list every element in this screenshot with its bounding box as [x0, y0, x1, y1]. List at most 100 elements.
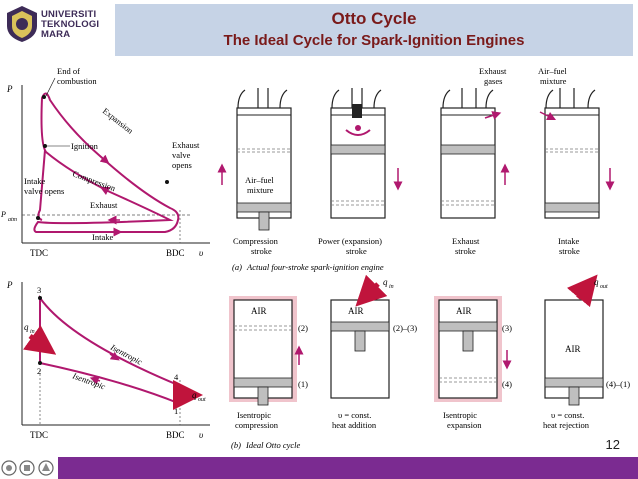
intake-valve-label-1: Intake [24, 176, 45, 186]
process-label-4-line1: υ = const. [551, 410, 584, 420]
state-label-1: (1) [298, 379, 308, 389]
ideal-pv-diagram: P TDC BDC υ 3 2 4 1 Isentropic Isentropi… [6, 280, 210, 440]
logo-line-1: UNIVERSITI [41, 9, 97, 20]
ideal-qout-sub-label: out [198, 397, 206, 403]
ideal-v-label: υ [199, 430, 203, 440]
stroke-label-1-line2: stroke [251, 246, 272, 256]
actual-engine-row: Air–fuel mixture Exhaust g [217, 66, 615, 272]
air-label-4: AIR [565, 344, 581, 354]
intake-label: Intake [92, 232, 113, 242]
air-fuel-mixture-label-2: mixture [540, 76, 567, 86]
point-1-label: 1 [174, 406, 178, 416]
otto-cycle-figure: P P atm TDC BDC υ End of combustion Igni… [0, 66, 630, 450]
state-label-4-1: (4)–(1) [606, 379, 630, 389]
state-label-2-3: (2)–(3) [393, 323, 417, 333]
process-label-1-line2: compression [235, 420, 279, 430]
stroke-label-1-line1: Compression [233, 236, 279, 246]
air-fuel-mixture-label-1: Air–fuel [538, 66, 567, 76]
isentropic-lower-label: Isentropic [70, 370, 107, 391]
qout-sub-label: out [600, 284, 608, 290]
exhaust-valve-label-2: valve [172, 150, 191, 160]
slide-title: Otto Cycle [331, 9, 417, 28]
stroke-label-4-line2: stroke [559, 246, 580, 256]
footer-logos [0, 457, 58, 479]
actual-bdc-label: BDC [166, 248, 185, 258]
actual-v-label: υ [199, 248, 203, 258]
caption-a-text: Actual four-stroke spark-ignition engine [246, 262, 384, 272]
ideal-p-axis-label: P [6, 280, 13, 290]
cylinder-intake: Air–fuel mixture [538, 66, 615, 219]
page-number: 12 [605, 437, 620, 452]
caption-b-text: Ideal Otto cycle [245, 440, 301, 450]
caption-a-tag: (a) [232, 262, 242, 272]
air-fuel-label-2: mixture [247, 185, 274, 195]
actual-pv-diagram: P P atm TDC BDC υ End of combustion Igni… [0, 66, 210, 258]
process-label-2-line1: υ = const. [338, 410, 371, 420]
cylinder-exhaust: Exhaust gases [440, 66, 510, 219]
point-4-label: 4 [174, 372, 179, 382]
air-fuel-label-1: Air–fuel [245, 175, 274, 185]
exhaust-gases-label-1: Exhaust [479, 66, 507, 76]
ideal-bdc-label: BDC [166, 430, 185, 440]
point-3-label: 3 [37, 285, 41, 295]
process-label-3-line1: Isentropic [443, 410, 477, 420]
logo-line-2: TEKNOLOGI [41, 19, 100, 30]
uitm-crest-icon [7, 6, 37, 42]
process-label-2-line2: heat addition [332, 420, 377, 430]
ideal-qin-label: q [24, 322, 29, 332]
exhaust-gases-label-2: gases [484, 76, 502, 86]
end-combustion-label-2: combustion [57, 76, 97, 86]
ideal-box-expansion [438, 299, 512, 399]
stroke-label-2-line1: Power (expansion) [318, 236, 382, 246]
qout-label: q [594, 277, 599, 287]
exhaust-label: Exhaust [90, 200, 118, 210]
accreditation-badges-icon [1, 460, 54, 476]
ideal-qin-sub-label: in [30, 329, 35, 335]
ideal-box-heat-addition [330, 274, 390, 399]
actual-tdc-label: TDC [30, 248, 48, 258]
ideal-process-row: AIR AIR AIR AIR (2) (1) (2)–(3) (3) (4) … [229, 274, 630, 450]
state-label-4: (4) [502, 379, 512, 389]
cylinder-compression: Air–fuel mixture [217, 88, 292, 231]
air-label-2: AIR [348, 306, 364, 316]
caption-b-tag: (b) [231, 440, 241, 450]
patm-label: P [0, 210, 6, 219]
ideal-tdc-label: TDC [30, 430, 48, 440]
logo-line-3: MARA [41, 29, 71, 40]
header-band [115, 4, 633, 56]
process-label-4-line2: heat rejection [543, 420, 590, 430]
process-label-1-line1: Isentropic [237, 410, 271, 420]
cylinder-power [330, 88, 403, 219]
heat-rejection-arrow-icon [566, 274, 598, 308]
exhaust-valve-label-3: opens [172, 160, 192, 170]
stroke-label-3-line1: Exhaust [452, 236, 480, 246]
actual-p-axis-label: P [6, 84, 13, 94]
heat-addition-arrow-icon [355, 274, 388, 307]
ideal-box-compression [233, 299, 304, 406]
process-label-3-line2: expansion [447, 420, 482, 430]
ideal-box-heat-rejection [544, 274, 604, 406]
exhaust-valve-label-1: Exhaust [172, 140, 200, 150]
point-2-label: 2 [37, 366, 41, 376]
stroke-label-3-line2: stroke [455, 246, 476, 256]
qin-label: q [383, 277, 388, 287]
footer-bar [0, 457, 638, 479]
ideal-qout-label: q [192, 390, 197, 400]
q-in-arrow-icon [23, 325, 57, 355]
state-label-2: (2) [298, 323, 308, 333]
slide-subtitle: The Ideal Cycle for Spark-Ignition Engin… [223, 32, 525, 49]
expansion-label: Expansion [101, 106, 136, 136]
stroke-label-2-line2: stroke [346, 246, 367, 256]
actual-cycle-curve [33, 92, 180, 233]
intake-valve-label-2: valve opens [24, 186, 64, 196]
university-logo: UNIVERSITI TEKNOLOGI MARA [4, 4, 112, 44]
patm-sub-label: atm [8, 217, 18, 223]
qin-sub-label: in [389, 284, 394, 290]
air-label-1: AIR [251, 306, 267, 316]
state-label-3: (3) [502, 323, 512, 333]
stroke-label-4-line1: Intake [558, 236, 579, 246]
end-combustion-label-1: End of [57, 66, 80, 76]
compression-label: Compression [71, 168, 117, 193]
ignition-label: Ignition [71, 141, 99, 151]
air-label-3: AIR [456, 306, 472, 316]
